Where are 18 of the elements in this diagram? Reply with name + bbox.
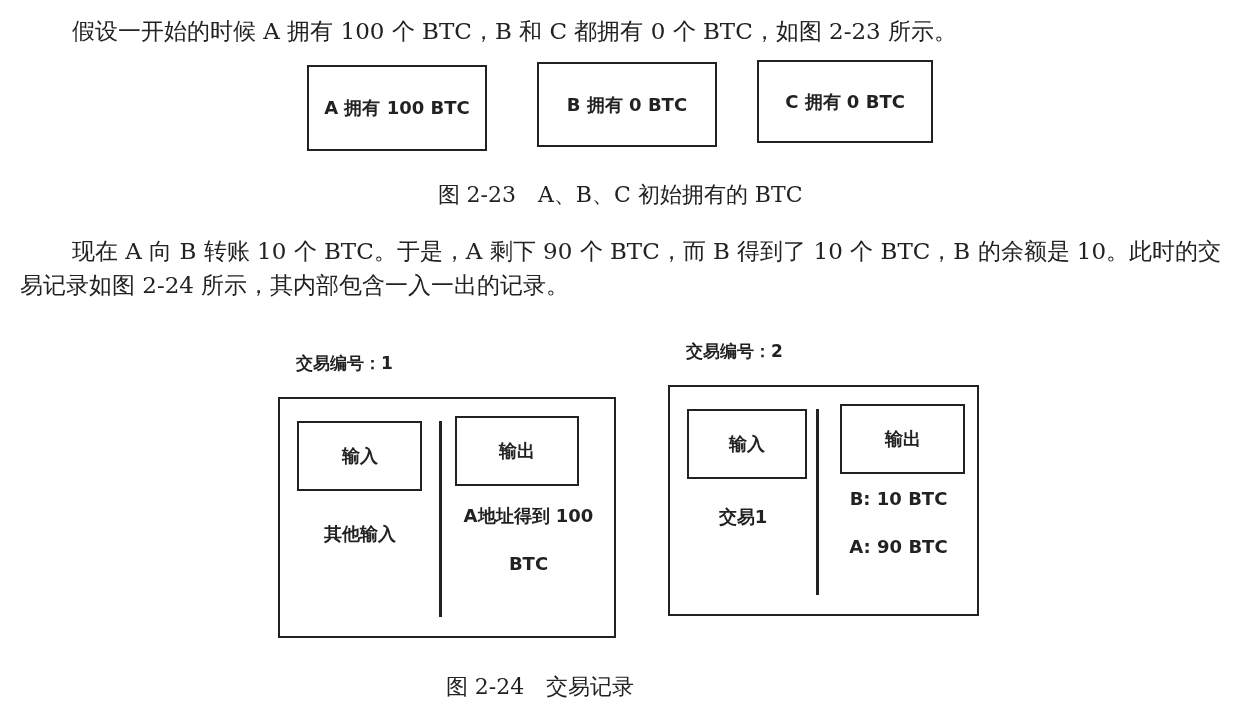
cell-text: A: 90 BTC [848,535,949,559]
label-box: C 拥有 0 BTC [757,60,933,143]
figure-caption: 图 2-23 A、B、C 初始拥有的 BTC [436,181,804,209]
label-box: 输出 [455,416,579,486]
label-box: 输入 [297,421,422,491]
cell-text: 其他输入 [322,522,397,546]
label-box: 输入 [687,409,807,479]
paragraph: 现在 A 向 B 转账 10 个 BTC。于是，A 剩下 90 个 BTC，而 B 得到了 10 个 BTC，B 的余额是 10。此时的交易记录如图 2-24 所示，其内部包含一入一出的记录。 [20,237,1223,300]
label-box: 输出 [840,404,965,474]
cell-text: B: 10 BTC [848,487,949,511]
cell-text: A地址得到 100 BTC [462,504,595,576]
figure-caption: 图 2-24 交易记录 [444,673,636,701]
record-heading: 交易编号：1 [296,352,393,375]
record-heading: 交易编号：2 [686,340,783,363]
cell-text: 交易1 [717,505,769,529]
label-box: A 拥有 100 BTC [307,65,487,151]
paragraph: 假设一开始的时候 A 拥有 100 个 BTC，B 和 C 都拥有 0 个 BTC，如图 2-23 所示。 [72,17,959,46]
label-box: B 拥有 0 BTC [537,62,717,147]
